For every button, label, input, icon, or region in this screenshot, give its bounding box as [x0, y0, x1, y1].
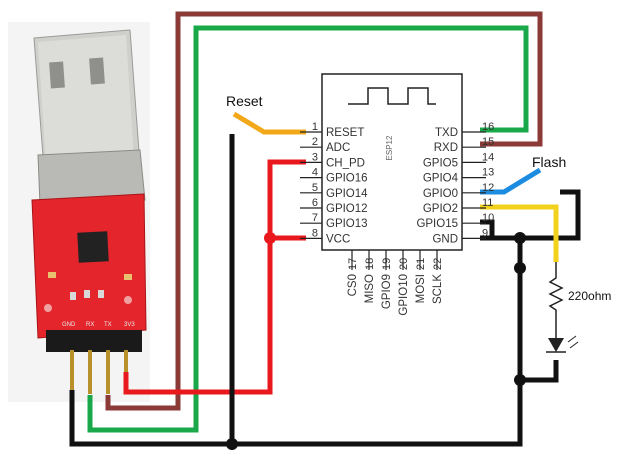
header-label-rx: RX [86, 322, 94, 328]
reset-label: Reset [226, 93, 263, 109]
left-pin-number: 8 [312, 227, 318, 239]
wire-green-rx-txd [87, 25, 529, 433]
junction-dot-vcc [264, 232, 276, 244]
junction-dots [226, 232, 526, 450]
right-pin-name: GPIO5 [423, 157, 458, 169]
header-pin-gnd [70, 350, 74, 394]
left-pin-name: GPIO12 [326, 203, 368, 215]
bottom-pin-number: 18 [364, 258, 376, 270]
left-pin-name: CH_PD [326, 157, 365, 169]
wire-black-gpio0-jumper [520, 189, 581, 241]
left-pin-name: GPIO13 [326, 218, 368, 230]
adapter-header-labels: GND RX TX 3V3 [62, 322, 135, 328]
wire-black-led [520, 360, 559, 383]
right-pin-name: TXD [435, 127, 458, 139]
left-pin-number: 6 [312, 197, 318, 209]
left-pin-number: 2 [312, 136, 318, 148]
right-pin-number: 15 [482, 136, 494, 148]
right-pin-name: GPIO2 [423, 203, 458, 215]
right-pin-number: 14 [482, 151, 494, 163]
right-pin-name: GPIO15 [416, 218, 458, 230]
junction-dot-led [514, 374, 526, 386]
wire-black-gpio15 [480, 219, 495, 238]
right-pin-number: 13 [482, 167, 494, 179]
wire-orange-reset [232, 111, 306, 135]
bottom-pin-number: 21 [415, 258, 427, 270]
bottom-pin-name: MOSI [415, 274, 427, 303]
left-pin-name: ADC [326, 142, 350, 154]
header-label-tx: TX [104, 322, 112, 328]
flash-label: Flash [532, 154, 566, 170]
junction-dot-gnd-bottom [226, 438, 238, 450]
bottom-pin-name: GPIO9 [381, 274, 393, 309]
left-pin-name: GPIO16 [326, 173, 368, 185]
left-pin-name: GPIO14 [326, 188, 368, 200]
right-pin-number: 12 [482, 182, 494, 194]
right-pin-name: RXD [434, 142, 458, 154]
right-pin-name: GPIO4 [423, 173, 459, 185]
right-pin-number: 9 [482, 227, 488, 239]
left-pin-number: 3 [312, 151, 318, 163]
bottom-pin-name: CS0 [347, 274, 359, 296]
right-pin-number: 16 [482, 121, 494, 133]
header-label-gnd: GND [62, 322, 76, 328]
junction-dot-gnd-mid [514, 262, 526, 274]
led-diode [546, 328, 579, 353]
wire-red-vcc [123, 159, 306, 395]
bottom-pin-number: 19 [381, 258, 393, 270]
left-pin-number: 5 [312, 182, 318, 194]
resistor-value-label: 220ohm [568, 289, 611, 303]
right-pin-name: GND [432, 233, 458, 245]
wire-blue-flash [480, 167, 542, 195]
right-pin-number: 11 [482, 197, 493, 209]
wire-black-gnd-main [69, 235, 523, 447]
header-pin-tx [106, 350, 110, 394]
bottom-pin-number: 22 [432, 258, 444, 270]
right-pin-number: 10 [482, 212, 494, 224]
header-pin-rx [88, 350, 92, 394]
junction-dot-gnd-right [514, 232, 526, 244]
usb-ttl-adapter: GND RX TX 3V3 [8, 22, 150, 402]
bottom-pin-name: GPIO10 [398, 274, 410, 316]
bottom-pin-number: 17 [347, 258, 359, 270]
left-pin-name: RESET [326, 127, 364, 139]
bottom-pin-name: SCLK [432, 274, 444, 304]
bottom-pin-number: 20 [398, 258, 410, 270]
header-label-3v3: 3V3 [124, 322, 135, 328]
left-pin-name: VCC [326, 233, 350, 245]
right-pin-name: GPIO0 [423, 188, 458, 200]
left-pin-number: 7 [312, 212, 318, 224]
antenna-trace [348, 87, 436, 105]
wire-yellow-gpio2 [480, 204, 559, 262]
resistor-220ohm [548, 262, 564, 328]
left-pin-number: 4 [312, 167, 318, 179]
wire-brown-tx-rxd [105, 11, 543, 411]
left-pin-number: 1 [312, 121, 318, 133]
chip-name-label: ESP12 [385, 135, 394, 160]
bottom-pin-name: MISO [364, 274, 376, 303]
